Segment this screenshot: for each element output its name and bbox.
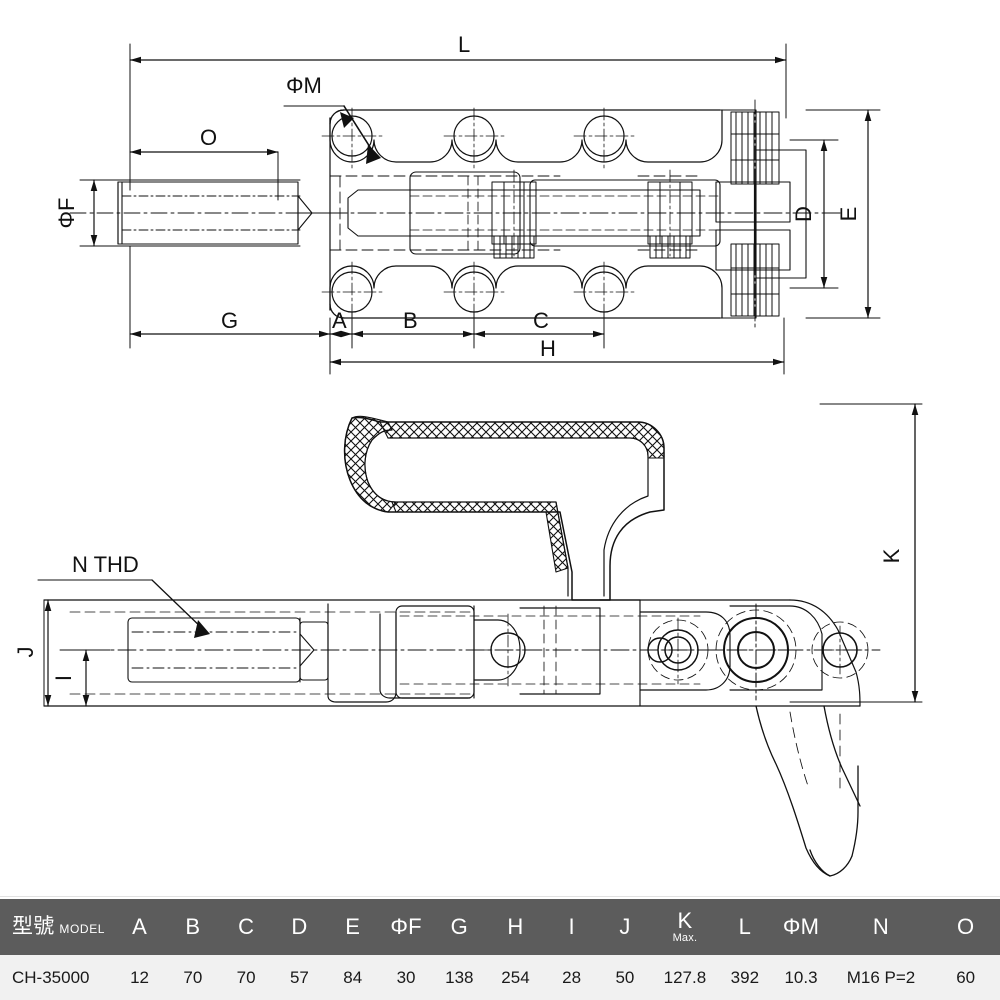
side-pivot-small	[479, 613, 537, 687]
header-cell-D: D	[291, 914, 308, 940]
side-body-outline	[327, 599, 823, 707]
header-cell-phiM: ΦM	[782, 914, 820, 940]
drawing-canvas: L ΦM O ΦF D E G A B C H N THD J I K	[0, 32, 1000, 897]
pin-boss-1-thread	[493, 235, 535, 259]
side-body-hidden	[399, 605, 701, 695]
cell-model: CH-35000	[12, 967, 90, 987]
header-cell-L: L	[738, 914, 752, 940]
side-base-hidden	[69, 611, 471, 695]
label-D: D	[791, 206, 816, 222]
header-cell-H: H	[507, 914, 524, 940]
dimension-H	[329, 317, 785, 375]
latch-hook	[755, 705, 861, 877]
side-stud-thread	[131, 631, 301, 669]
label-H: H	[540, 336, 556, 361]
label-L: L	[458, 32, 470, 57]
cell-D: 57	[289, 967, 309, 987]
cell-phiF: 30	[396, 967, 416, 987]
label-I: I	[51, 675, 76, 681]
dimension-A	[329, 311, 353, 349]
header-cell-B: B	[185, 914, 201, 940]
cell-L: 392	[730, 967, 760, 987]
side-pivot-right	[817, 625, 863, 675]
header-cell-phiF: ΦF	[390, 914, 422, 940]
header-K-sub: Max.	[672, 932, 698, 944]
handle-grip-knurl	[344, 415, 665, 573]
dimension-E	[805, 109, 881, 319]
cell-B: 70	[183, 967, 203, 987]
dimension-D	[789, 139, 839, 289]
cell-G: 138	[445, 967, 474, 987]
cell-A: 12	[130, 967, 149, 987]
side-pivot-mid	[639, 617, 713, 685]
dimension-L	[129, 43, 787, 191]
latch-hook-hidden	[789, 711, 841, 791]
spec-table: 型號 MODEL A B C D E ΦF G H I J K Max. L ΦM…	[0, 899, 1000, 1000]
dimension-B	[351, 311, 475, 349]
cell-C: 70	[236, 967, 256, 987]
cell-K: 127.8	[663, 967, 707, 987]
label-O: O	[200, 125, 217, 150]
header-cell-K: K Max.	[652, 899, 719, 955]
header-model-en: MODEL	[59, 921, 106, 936]
header-model-cn: 型號	[12, 914, 55, 938]
header-cell-model: 型號 MODEL	[0, 899, 113, 955]
label-G: G	[221, 308, 238, 333]
header-K-label: K	[677, 908, 693, 933]
body-plate-outline	[329, 109, 723, 319]
header-cell-J: J	[619, 914, 631, 940]
cell-O: 60	[956, 967, 976, 987]
dimension-C	[473, 311, 605, 349]
dimension-K	[789, 403, 923, 703]
cell-I: 28	[562, 967, 582, 987]
header-cell-A: A	[132, 914, 147, 940]
header-cell-I: I	[568, 914, 575, 940]
leader-N-THD	[37, 579, 210, 638]
label-C: C	[533, 308, 549, 333]
pin-boss-2-thread	[649, 235, 691, 259]
side-pivot-main	[709, 603, 803, 701]
pin-boss-1	[491, 169, 537, 257]
dimension-I	[69, 649, 111, 707]
cell-E: 84	[343, 967, 363, 987]
dimension-J	[43, 599, 52, 707]
header-cell-C: C	[238, 914, 255, 940]
label-A: A	[332, 308, 347, 333]
label-phiM: ΦM	[286, 73, 322, 98]
side-pivot-hidden-arcs	[647, 609, 869, 691]
label-J: J	[13, 647, 38, 658]
spindle-thread-lines	[121, 195, 301, 231]
right-end-assembly	[715, 109, 807, 319]
cad-drawing-svg: L ΦM O ΦF D E G A B C H N THD J I K	[13, 32, 923, 877]
label-E: E	[836, 207, 861, 222]
label-B: B	[403, 308, 418, 333]
label-K: K	[879, 548, 904, 563]
header-cell-E: E	[345, 914, 361, 940]
dimension-phiF	[79, 179, 301, 247]
header-cell-O: O	[957, 914, 975, 940]
label-N-THD: N THD	[72, 552, 139, 577]
side-base-bar	[43, 599, 861, 707]
spec-table-header-row: 型號 MODEL A B C D E ΦF G H I J K Max. L ΦM…	[0, 899, 1000, 955]
table-row: CH-35000 12 70 70 57 84 30 138 254 28 50…	[0, 955, 1000, 1000]
pin-boss-2	[647, 169, 693, 257]
cell-H: 254	[501, 967, 530, 987]
header-cell-G: G	[450, 914, 468, 940]
link-hidden-lines	[409, 175, 721, 251]
label-phiF: ΦF	[54, 198, 79, 229]
handle-inner-profile	[364, 429, 649, 597]
cell-J: 50	[615, 967, 635, 987]
cell-phiM: 10.3	[784, 967, 818, 987]
cell-N: M16 P=2	[846, 967, 916, 987]
header-cell-N: N	[872, 914, 889, 940]
leader-phiM	[283, 105, 381, 164]
